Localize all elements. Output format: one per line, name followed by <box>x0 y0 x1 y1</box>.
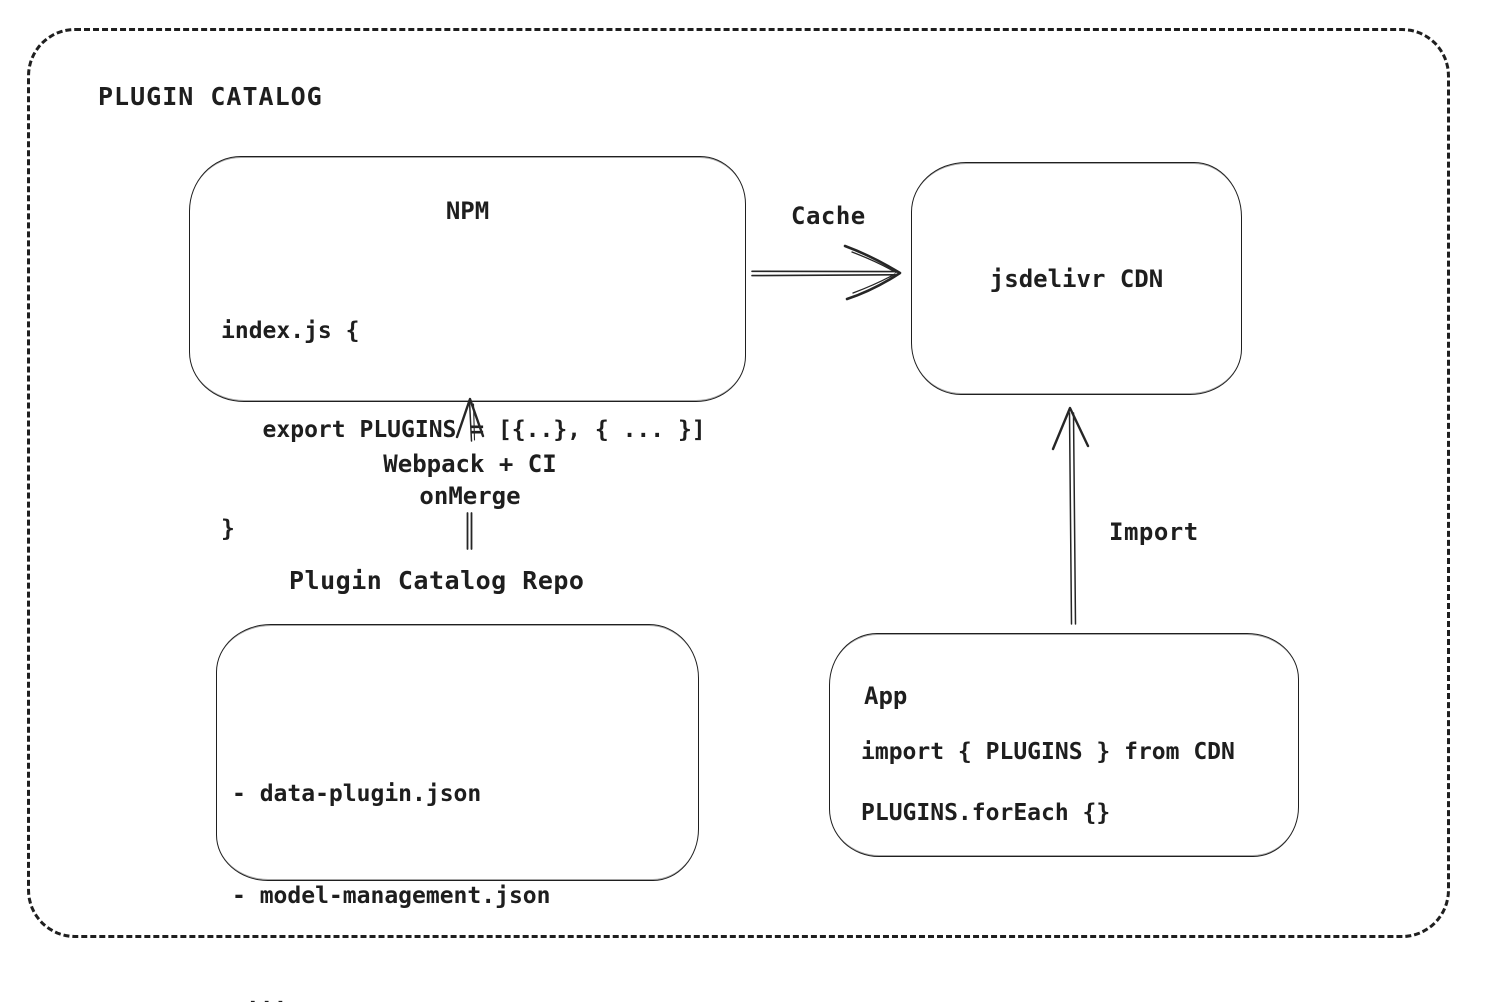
npm-node: NPM index.js { export PLUGINS = [{..}, {… <box>189 156 746 542</box>
repo-file-list: - data-plugin.json - model-management.js… <box>232 709 551 1002</box>
build-edge-label-line: Webpack + CI <box>383 450 557 478</box>
repo-file-item: - data-plugin.json <box>232 781 482 807</box>
app-node: App import { PLUGINS } from CDN PLUGINS.… <box>829 633 1299 857</box>
repo-node: - data-plugin.json - model-management.js… <box>216 624 699 1002</box>
build-edge-label-line: onMerge <box>419 482 521 510</box>
repo-file-item: - model-management.json <box>232 883 551 909</box>
cdn-node: jsdelivr CDN <box>911 162 1242 395</box>
cache-edge-label: Cache <box>791 202 866 230</box>
app-foreach-line: PLUGINS.forEach {} <box>861 800 1111 826</box>
build-edge-label: Webpack + CI onMerge <box>330 448 610 512</box>
npm-node-title: NPM <box>445 197 490 225</box>
repo-file-item: ... <box>232 985 288 1002</box>
app-node-title: App <box>864 682 908 710</box>
npm-code-line: index.js { <box>221 318 360 344</box>
npm-code-line: } <box>221 516 235 542</box>
cdn-node-label: jsdelivr CDN <box>989 264 1164 293</box>
diagram-title: PLUGIN CATALOG <box>98 82 323 111</box>
plugin-catalog-boundary <box>27 28 1450 938</box>
npm-code-line: export PLUGINS = [{..}, { ... }] <box>221 417 706 443</box>
app-import-line: import { PLUGINS } from CDN <box>861 739 1235 765</box>
repo-node-title: Plugin Catalog Repo <box>289 566 585 595</box>
import-edge-label: Import <box>1109 518 1199 546</box>
npm-node-code: index.js { export PLUGINS = [{..}, { ...… <box>221 249 706 612</box>
